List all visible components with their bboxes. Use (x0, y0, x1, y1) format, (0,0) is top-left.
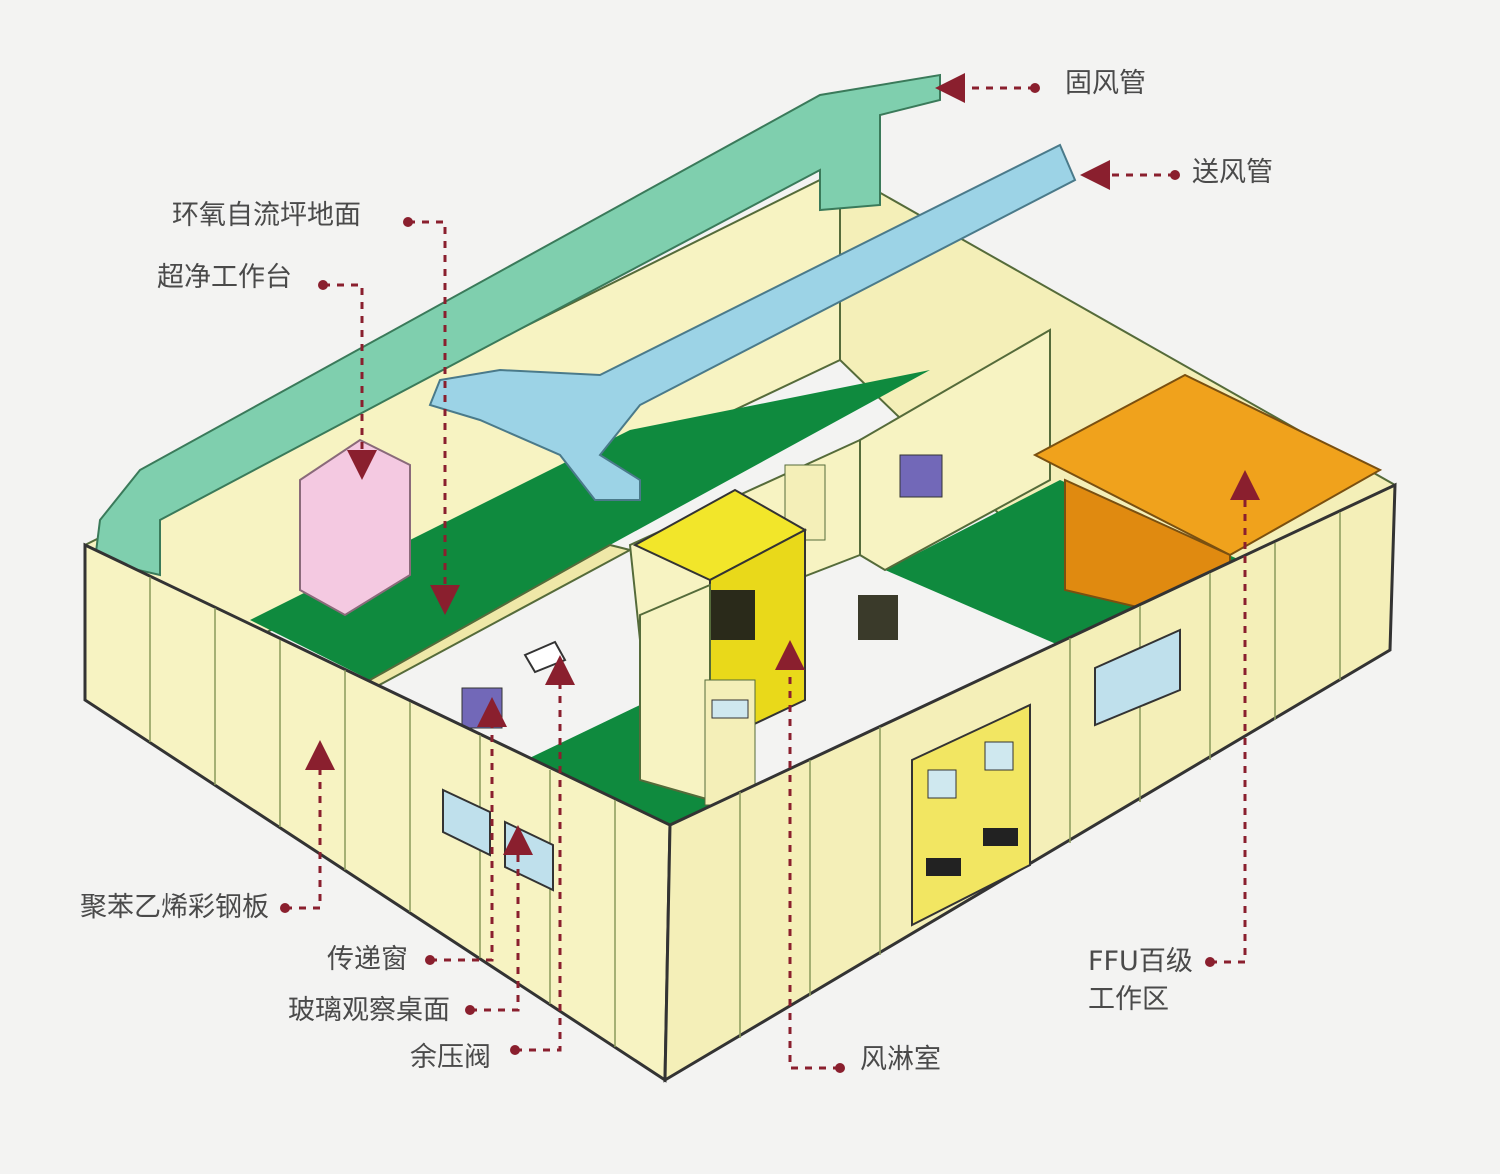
pass-box-lower (461, 687, 503, 729)
clean-bench (299, 438, 411, 617)
label-ffu-line2: 工作区 (1088, 984, 1169, 1015)
pass-box-upper (899, 454, 943, 498)
leader-dots (280, 83, 1215, 1073)
label-epoxy-floor: 环氧自流坪地面 (172, 200, 361, 231)
vestibule-door-window (711, 699, 749, 719)
control-box (858, 595, 898, 640)
observation-window-left (442, 788, 491, 857)
label-glass-window: 玻璃观察桌面 (288, 995, 450, 1026)
door-window-left (927, 769, 957, 799)
label-clean-bench: 超净工作台 (157, 262, 292, 293)
door-window-right (984, 741, 1014, 771)
label-pressure-valve: 余压阀 (410, 1042, 491, 1073)
ffu-top (1032, 373, 1383, 557)
partition-right (859, 328, 1051, 572)
door-vent-left (926, 858, 961, 876)
pressure-relief-valve (523, 640, 567, 674)
label-air-shower: 风淋室 (860, 1044, 941, 1075)
floor-left-room (250, 370, 930, 680)
door-vent-right (983, 828, 1018, 846)
leader-lines (285, 73, 1260, 1070)
vestibule-door (704, 679, 756, 806)
label-supply-duct: 送风管 (1192, 157, 1273, 188)
label-pass-box: 传递窗 (327, 944, 408, 975)
label-eps-panel: 聚苯乙烯彩钢板 (80, 892, 269, 923)
observation-window-right (1094, 628, 1181, 727)
floor-corridor (515, 705, 735, 835)
label-return-duct: 固风管 (1065, 68, 1146, 99)
wall-panel-seams (149, 512, 1341, 1047)
return-duct (93, 73, 941, 577)
label-ffu-line1: FFU百级 (1088, 946, 1193, 977)
vestibule-front (639, 583, 711, 802)
supply-duct (428, 143, 1077, 501)
air-shower-panel (710, 590, 755, 640)
